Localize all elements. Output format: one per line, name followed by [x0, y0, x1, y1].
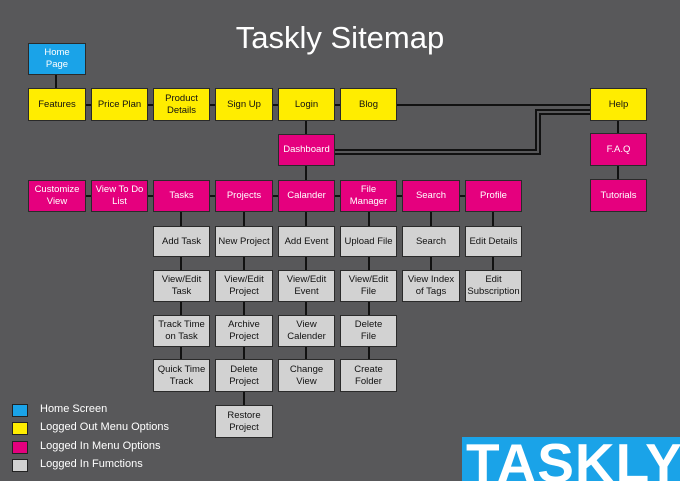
node-help: Help	[590, 88, 647, 121]
legend-label: Logged In Fumctions	[40, 458, 143, 470]
node-login: Login	[278, 88, 335, 121]
node-view-edit-project: View/Edit Project	[215, 270, 273, 302]
page-title: Taskly Sitemap	[235, 20, 445, 55]
node-customize-view: Customize View	[28, 180, 86, 212]
node-archive-project: Archive Project	[215, 315, 273, 347]
node-view-edit-task: View/Edit Task	[153, 270, 210, 302]
legend-swatch	[12, 459, 28, 472]
logo-text: TASKLY	[466, 437, 680, 481]
node-profile: Profile	[465, 180, 522, 212]
node-blog: Blog	[340, 88, 397, 121]
node-projects: Projects	[215, 180, 273, 212]
node-product-details: Product Details	[153, 88, 210, 121]
node-upload-file: Upload File	[340, 226, 397, 257]
node-quick-time-track: Quick Time Track	[153, 359, 210, 392]
node-track-time: Track Time on Task	[153, 315, 210, 347]
node-view-edit-file: View/Edit File	[340, 270, 397, 302]
node-view-edit-event: View/Edit Event	[278, 270, 335, 302]
node-view-calender: View Calender	[278, 315, 335, 347]
node-dashboard: Dashboard	[278, 134, 335, 166]
node-tasks: Tasks	[153, 180, 210, 212]
node-view-index-of-tags: View Index of Tags	[402, 270, 460, 302]
node-calander: Calander	[278, 180, 335, 212]
node-create-folder: Create Folder	[340, 359, 397, 392]
legend-label: Logged Out Menu Options	[40, 421, 170, 433]
node-delete-project: Delete Project	[215, 359, 273, 392]
node-edit-subscription: Edit Subscription	[465, 270, 522, 302]
node-change-view: Change View	[278, 359, 335, 392]
node-features: Features	[28, 88, 86, 121]
node-add-event: Add Event	[278, 226, 335, 257]
node-search-function: Search	[402, 226, 460, 257]
node-search: Search	[402, 180, 460, 212]
legend-swatch	[12, 422, 28, 435]
node-home-page: Home Page	[28, 43, 86, 75]
legend-label: Logged In Menu Options	[40, 440, 161, 452]
node-price-plan: Price Plan	[91, 88, 148, 121]
legend-swatch	[12, 441, 28, 454]
node-faq: F.A.Q	[590, 133, 647, 166]
node-sign-up: Sign Up	[215, 88, 273, 121]
node-delete-file: Delete File	[340, 315, 397, 347]
taskly-logo: TASKLY	[462, 437, 680, 481]
legend-swatch	[12, 404, 28, 417]
legend-label: Home Screen	[40, 403, 108, 415]
node-add-task: Add Task	[153, 226, 210, 257]
node-file-manager: File Manager	[340, 180, 397, 212]
node-new-project: New Project	[215, 226, 273, 257]
node-tutorials: Tutorials	[590, 179, 647, 212]
node-view-todo-list: View To Do List	[91, 180, 148, 212]
node-edit-details: Edit Details	[465, 226, 522, 257]
node-restore-project: Restore Project	[215, 405, 273, 438]
